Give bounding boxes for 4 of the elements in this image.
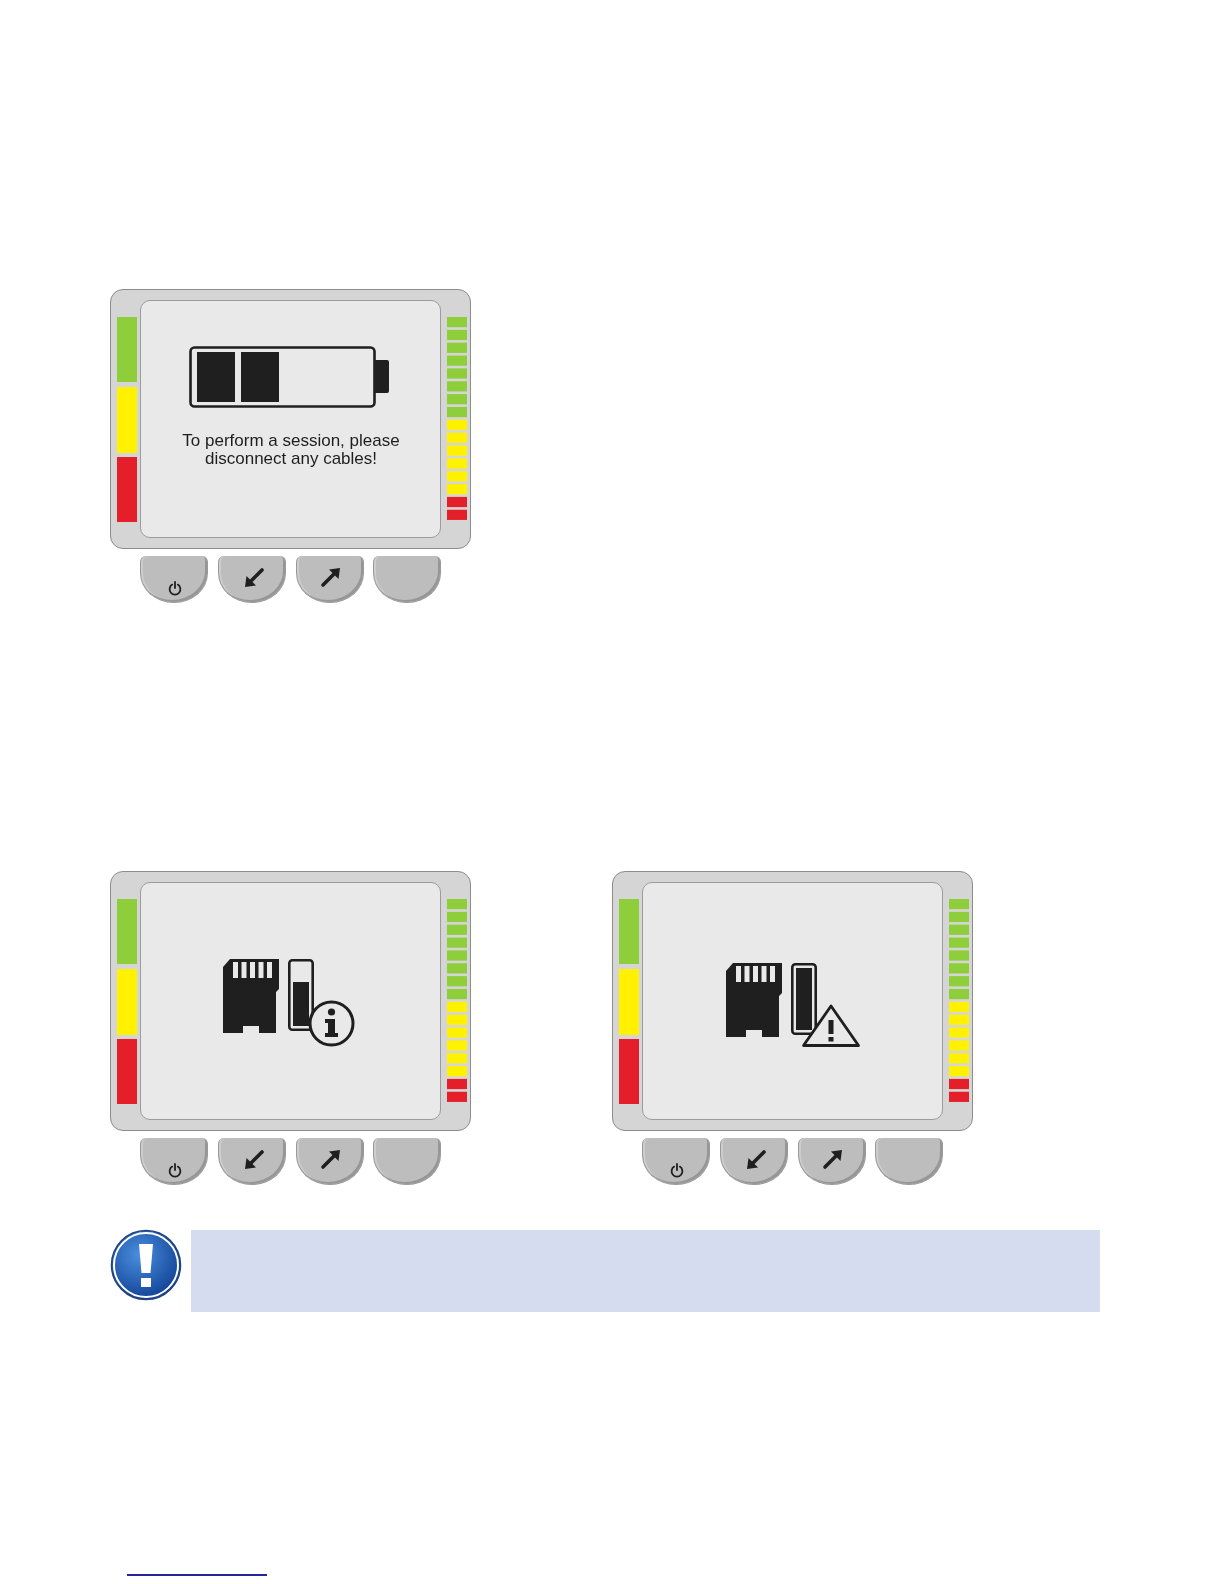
display-screen (140, 882, 441, 1120)
screen-message: To perform a session, please disconnect any cables! (181, 432, 401, 468)
display-screen (140, 300, 441, 538)
display-screen (642, 882, 943, 1120)
